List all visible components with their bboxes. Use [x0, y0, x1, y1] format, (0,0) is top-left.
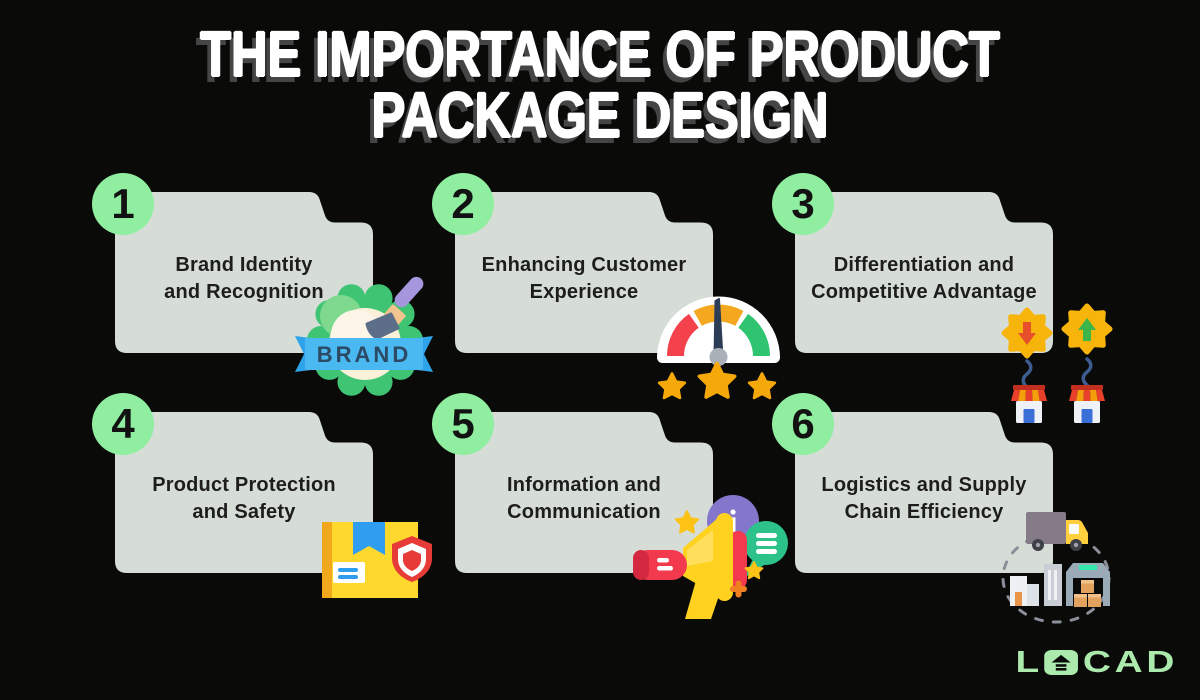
- card-label-line2: Communication: [507, 501, 661, 523]
- card-label: Enhancing Customer Experience: [455, 252, 713, 306]
- brand-ribbon: BRAND: [295, 336, 433, 372]
- satisfaction-gauge-icon: [657, 296, 780, 400]
- brand-ribbon-text: BRAND: [317, 342, 411, 367]
- card-number: 4: [111, 400, 135, 447]
- megaphone-icon: i: [633, 495, 788, 619]
- card-label-line2: and Safety: [192, 501, 296, 523]
- card-competitive-advantage: 3 Differentiation and Competitive Advant…: [772, 173, 1053, 423]
- card-label: Product Protection and Safety: [115, 472, 373, 526]
- card-number: 1: [111, 180, 135, 227]
- card-label-line1: Logistics and Supply: [821, 474, 1027, 496]
- locad-logo: L CAD: [1015, 644, 1178, 680]
- card-label-line1: Differentiation and: [833, 254, 1015, 276]
- truck-warehouse-icon: [1001, 512, 1111, 624]
- card-number: 5: [451, 400, 475, 447]
- folder-card-shape: [115, 412, 373, 573]
- paintbrush-icon: [365, 276, 424, 340]
- card-label-line1: Product Protection: [152, 474, 336, 496]
- card-product-protection: 4 Product Protection and Safety: [92, 393, 432, 598]
- folder-card-shape: [455, 412, 713, 573]
- card-number-badge: 1: [92, 173, 154, 235]
- card-label-line1: Information and: [506, 474, 662, 496]
- package-shield-icon: [322, 522, 432, 598]
- logo-text-cad: CAD: [1082, 644, 1178, 679]
- plus-sparkle-icon: [730, 580, 747, 598]
- card-brand-identity: 1 Brand Identity and Recognition: [92, 173, 433, 396]
- card-label: Differentiation and Competitive Advantag…: [795, 252, 1053, 306]
- rating-stars: [657, 361, 777, 400]
- logo-text-l: L: [1015, 644, 1043, 679]
- card-label-line2: and Recognition: [164, 281, 324, 303]
- card-label-line1: Enhancing Customer: [481, 254, 687, 276]
- brand-badge-icon: BRAND: [295, 276, 433, 396]
- card-number-badge: 5: [432, 393, 494, 455]
- card-logistics-efficiency: 6 Logistics and Supply Chain Efficiency: [772, 393, 1111, 624]
- page-title: THE IMPORTANCE OF PRODUCT PACKAGE DESIGN: [126, 18, 1074, 151]
- card-customer-experience: 2 Enhancing Customer Experience: [432, 173, 780, 400]
- card-number: 3: [791, 180, 815, 227]
- store-icon: [1011, 385, 1047, 423]
- folder-card-shape: [795, 412, 1053, 573]
- shipping-label: [333, 562, 365, 583]
- shield-icon: [392, 536, 432, 582]
- card-number-badge: 3: [772, 173, 834, 235]
- gauge-hub: [709, 348, 728, 366]
- megaphone: [633, 513, 747, 619]
- card-label-line2: Experience: [529, 281, 639, 303]
- star-icon: [674, 510, 700, 534]
- card-number-badge: 2: [432, 173, 494, 235]
- card-label-line2: Competitive Advantage: [811, 281, 1037, 303]
- folder-card-shape: [795, 192, 1053, 353]
- market-comparison-icon: [1003, 303, 1115, 423]
- bookmark-ribbon: [353, 522, 385, 555]
- page-title-line1: THE IMPORTANCE OF PRODUCT: [200, 18, 1000, 90]
- delivery-truck-icon: [1026, 512, 1088, 551]
- city-buildings: [1010, 564, 1062, 606]
- card-number-badge: 4: [92, 393, 154, 455]
- card-information-communication: 5 Information and Communication i: [432, 393, 788, 619]
- card-label: Logistics and Supply Chain Efficiency: [795, 472, 1053, 526]
- warehouse-icon: [1066, 563, 1110, 607]
- card-number: 6: [791, 400, 815, 447]
- card-number: 2: [451, 180, 475, 227]
- store-icon: [1069, 385, 1105, 423]
- card-label-line2: Chain Efficiency: [844, 501, 1004, 523]
- folder-card-shape: [115, 192, 373, 353]
- folder-card-shape: [455, 192, 713, 353]
- card-label-line1: Brand Identity: [175, 254, 313, 276]
- page-title-line2: PACKAGE DESIGN: [371, 79, 829, 151]
- gauge: [657, 296, 780, 366]
- card-label: Brand Identity and Recognition: [115, 252, 373, 306]
- card-number-badge: 6: [772, 393, 834, 455]
- card-label: Information and Communication: [455, 472, 713, 526]
- logo-o-arrow-icon: [1044, 649, 1078, 675]
